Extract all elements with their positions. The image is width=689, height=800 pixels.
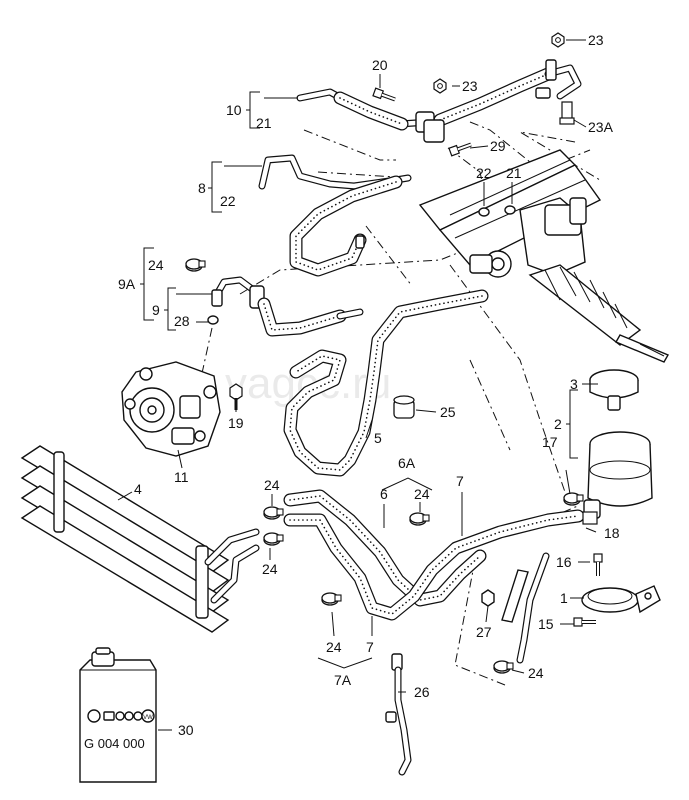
callout-24-d: 24 xyxy=(262,561,278,577)
can-part-number: G 004 000 xyxy=(84,736,145,751)
callout-19: 19 xyxy=(228,415,244,431)
fasteners xyxy=(185,32,604,674)
callout-21-right: 21 xyxy=(506,165,522,181)
steering-pump xyxy=(121,361,221,457)
callout-11: 11 xyxy=(174,469,189,485)
callout-18: 18 xyxy=(604,525,620,541)
callout-labels: 20 23 23 23A 10 21 29 22 21 8 22 24 9A 9… xyxy=(118,32,620,738)
pressure-hose-assembly xyxy=(296,59,582,143)
callout-22-right: 22 xyxy=(476,165,492,181)
callout-5: 5 xyxy=(374,430,382,446)
return-pipe-assembly xyxy=(258,154,412,277)
callout-21-left: 21 xyxy=(256,115,272,131)
can-logo-text: VW xyxy=(143,715,153,721)
callout-10: 10 xyxy=(226,102,242,118)
callout-7-bottom: 7 xyxy=(366,639,374,655)
hose-bracket xyxy=(481,552,550,664)
callout-26: 26 xyxy=(414,684,430,700)
callout-6: 6 xyxy=(380,486,388,502)
vw-logo-icon xyxy=(141,709,155,723)
return-hose-5 xyxy=(283,289,489,477)
callout-23a: 23A xyxy=(588,119,614,135)
callout-24-a: 24 xyxy=(148,257,164,273)
oil-cooler xyxy=(20,445,260,633)
callout-1: 1 xyxy=(560,590,568,606)
callout-28: 28 xyxy=(174,313,190,329)
callout-27: 27 xyxy=(476,624,492,640)
callout-24-b: 24 xyxy=(264,477,280,493)
callout-9a: 9A xyxy=(118,276,136,292)
callout-leaders xyxy=(117,39,598,731)
callout-24-e: 24 xyxy=(326,639,342,655)
callout-6a: 6A xyxy=(398,455,416,471)
callout-4: 4 xyxy=(134,481,142,497)
callout-2: 2 xyxy=(554,416,562,432)
callout-30: 30 xyxy=(178,722,194,738)
lower-return-hoses xyxy=(283,489,585,621)
callout-29: 29 xyxy=(490,138,506,154)
callout-15: 15 xyxy=(538,616,554,632)
callout-16: 16 xyxy=(556,554,572,570)
callout-20: 20 xyxy=(372,57,388,73)
callout-17: 17 xyxy=(542,434,558,450)
steering-rack xyxy=(418,149,670,363)
callout-23-top: 23 xyxy=(588,32,604,48)
level-sensor xyxy=(385,653,412,776)
pump-pressure-hose xyxy=(211,276,364,337)
callout-24-c: 24 xyxy=(414,486,430,502)
fluid-reservoir xyxy=(581,369,661,614)
callout-25: 25 xyxy=(440,404,456,420)
callout-23-mid: 23 xyxy=(462,78,478,94)
callout-7-top: 7 xyxy=(456,473,464,489)
fluid-can: VW G 004 000 xyxy=(79,647,157,783)
callout-24-f: 24 xyxy=(528,665,544,681)
callout-9: 9 xyxy=(152,302,160,318)
callout-8: 8 xyxy=(198,180,206,196)
callout-7a: 7A xyxy=(334,672,352,688)
callout-3: 3 xyxy=(570,376,578,392)
callout-22-left: 22 xyxy=(220,193,236,209)
